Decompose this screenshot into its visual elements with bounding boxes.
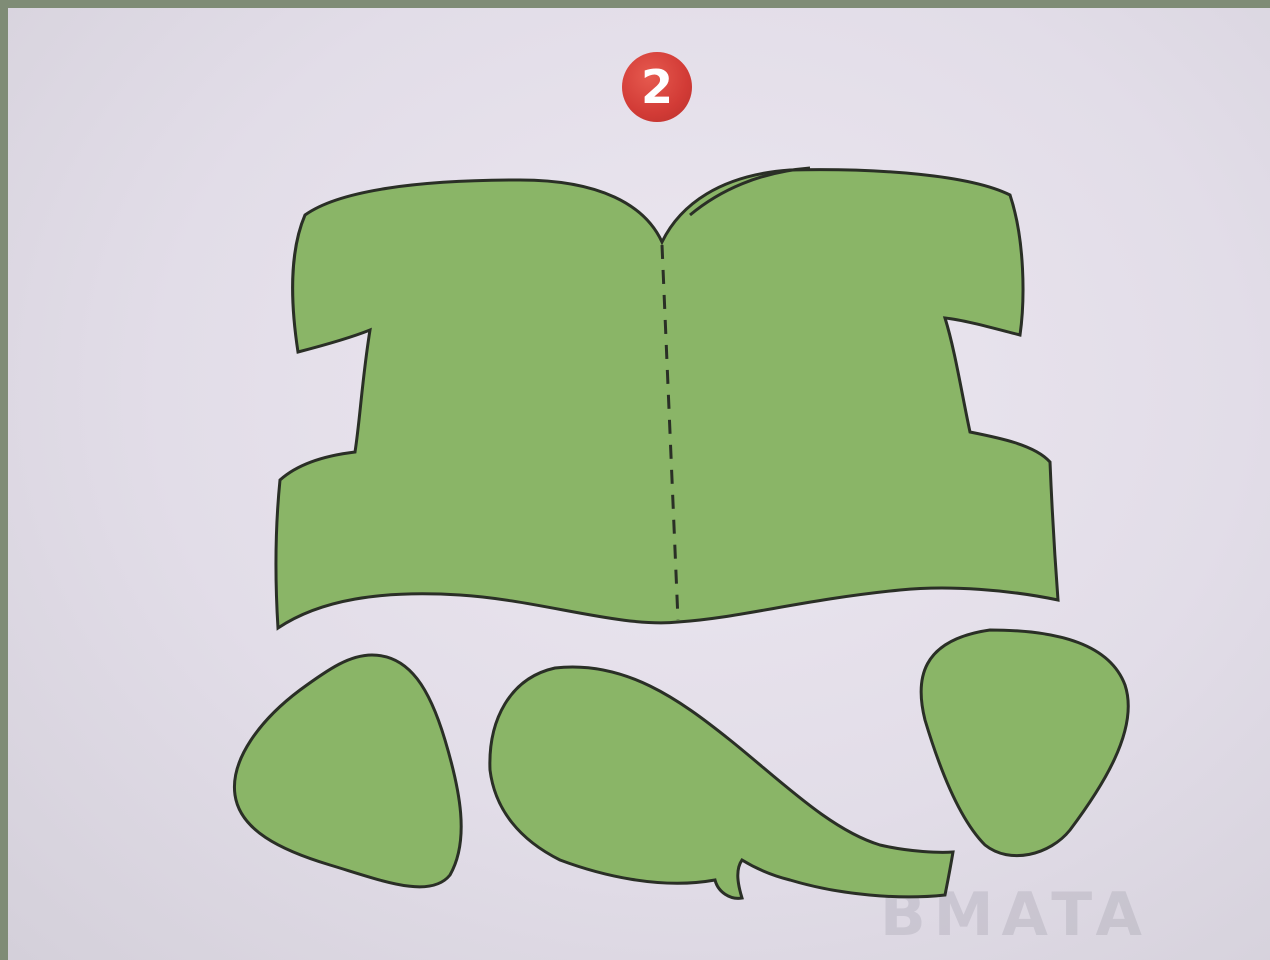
head-trunk — [490, 667, 953, 898]
ear-left — [234, 655, 461, 887]
ear-right — [921, 630, 1128, 856]
body-piece-outline — [276, 170, 1058, 628]
body-piece — [276, 168, 1058, 628]
